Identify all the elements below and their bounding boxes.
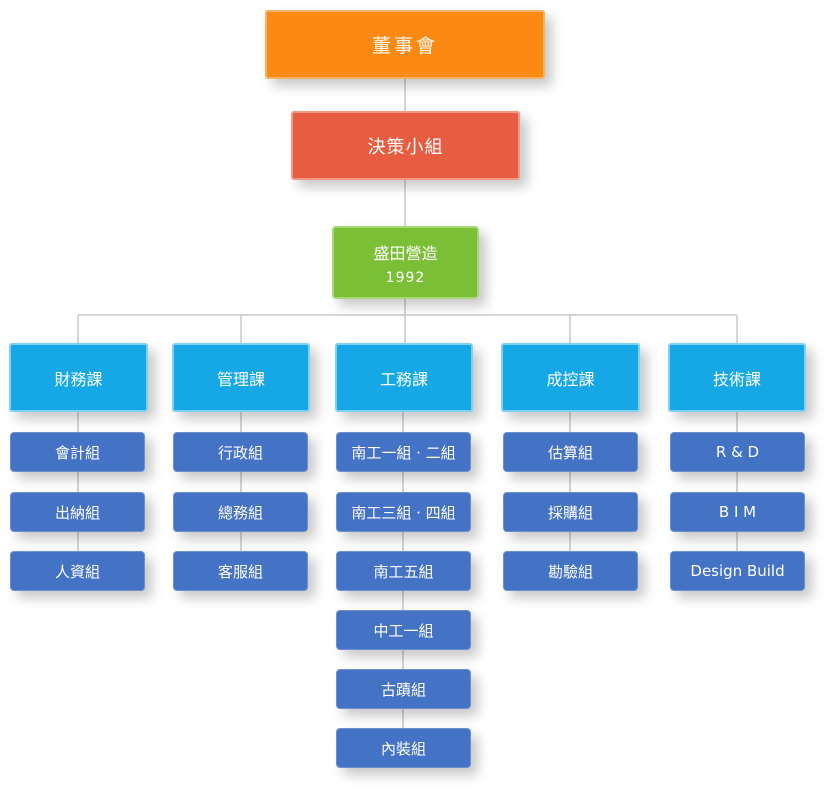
division-finance: 財務課 [9,343,148,412]
division-management: 管理課 [172,343,310,412]
decision-group-box: 決策小組 [291,111,520,180]
group-label: 勘驗組 [547,562,593,581]
group-label: 會計組 [54,443,100,462]
division-label: 工務課 [379,369,428,389]
group-box: 南工五組 [336,551,471,591]
group-box: R & D [670,432,805,472]
group-box: 會計組 [10,432,145,472]
group-box: Design Build [670,551,805,591]
group-box: 採購組 [503,492,638,532]
group-label: 南工一組 · 二組 [351,443,456,462]
group-box: 中工一組 [336,610,471,650]
group-label: 出納組 [54,503,100,522]
group-box: 行政組 [173,432,308,472]
division-engineering: 工務課 [335,343,473,412]
group-box: 估算組 [503,432,638,472]
group-box: 南工一組 · 二組 [336,432,471,472]
group-label: 內裝組 [380,739,426,758]
division-label: 技術課 [712,369,761,389]
group-box: B I M [670,492,805,532]
division-label: 成控課 [546,369,595,389]
group-label: 中工一組 [373,621,434,640]
group-box: 客服組 [173,551,308,591]
board-label: 董事會 [371,35,438,57]
group-label: 南工五組 [373,562,434,581]
division-technology: 技術課 [668,343,806,412]
group-label: 估算組 [547,443,593,462]
division-label: 管理課 [216,369,265,389]
group-label: 古蹟組 [380,680,426,699]
group-label: 採購組 [547,503,593,522]
group-label: Design Build [690,562,785,580]
group-box: 總務組 [173,492,308,532]
group-box: 出納組 [10,492,145,532]
group-label: 行政組 [217,443,263,462]
board-box: 董事會 [265,10,545,79]
company-year: 1992 [385,269,426,286]
division-label: 財務課 [54,369,103,389]
company-name: 盛田營造 [373,243,438,263]
group-label: 人資組 [54,562,100,581]
group-label: 南工三組 · 四組 [351,503,456,522]
decision-group-label: 決策小組 [367,136,444,158]
company-box: 盛田營造 1992 [332,226,479,299]
group-label: 客服組 [217,562,263,581]
division-cost-control: 成控課 [501,343,640,412]
group-box: 古蹟組 [336,669,471,709]
group-box: 內裝組 [336,728,471,768]
group-box: 南工三組 · 四組 [336,492,471,532]
group-label: 總務組 [217,503,263,522]
group-label: R & D [715,443,760,461]
group-box: 勘驗組 [503,551,638,591]
group-box: 人資組 [10,551,145,591]
group-label: B I M [718,503,757,521]
